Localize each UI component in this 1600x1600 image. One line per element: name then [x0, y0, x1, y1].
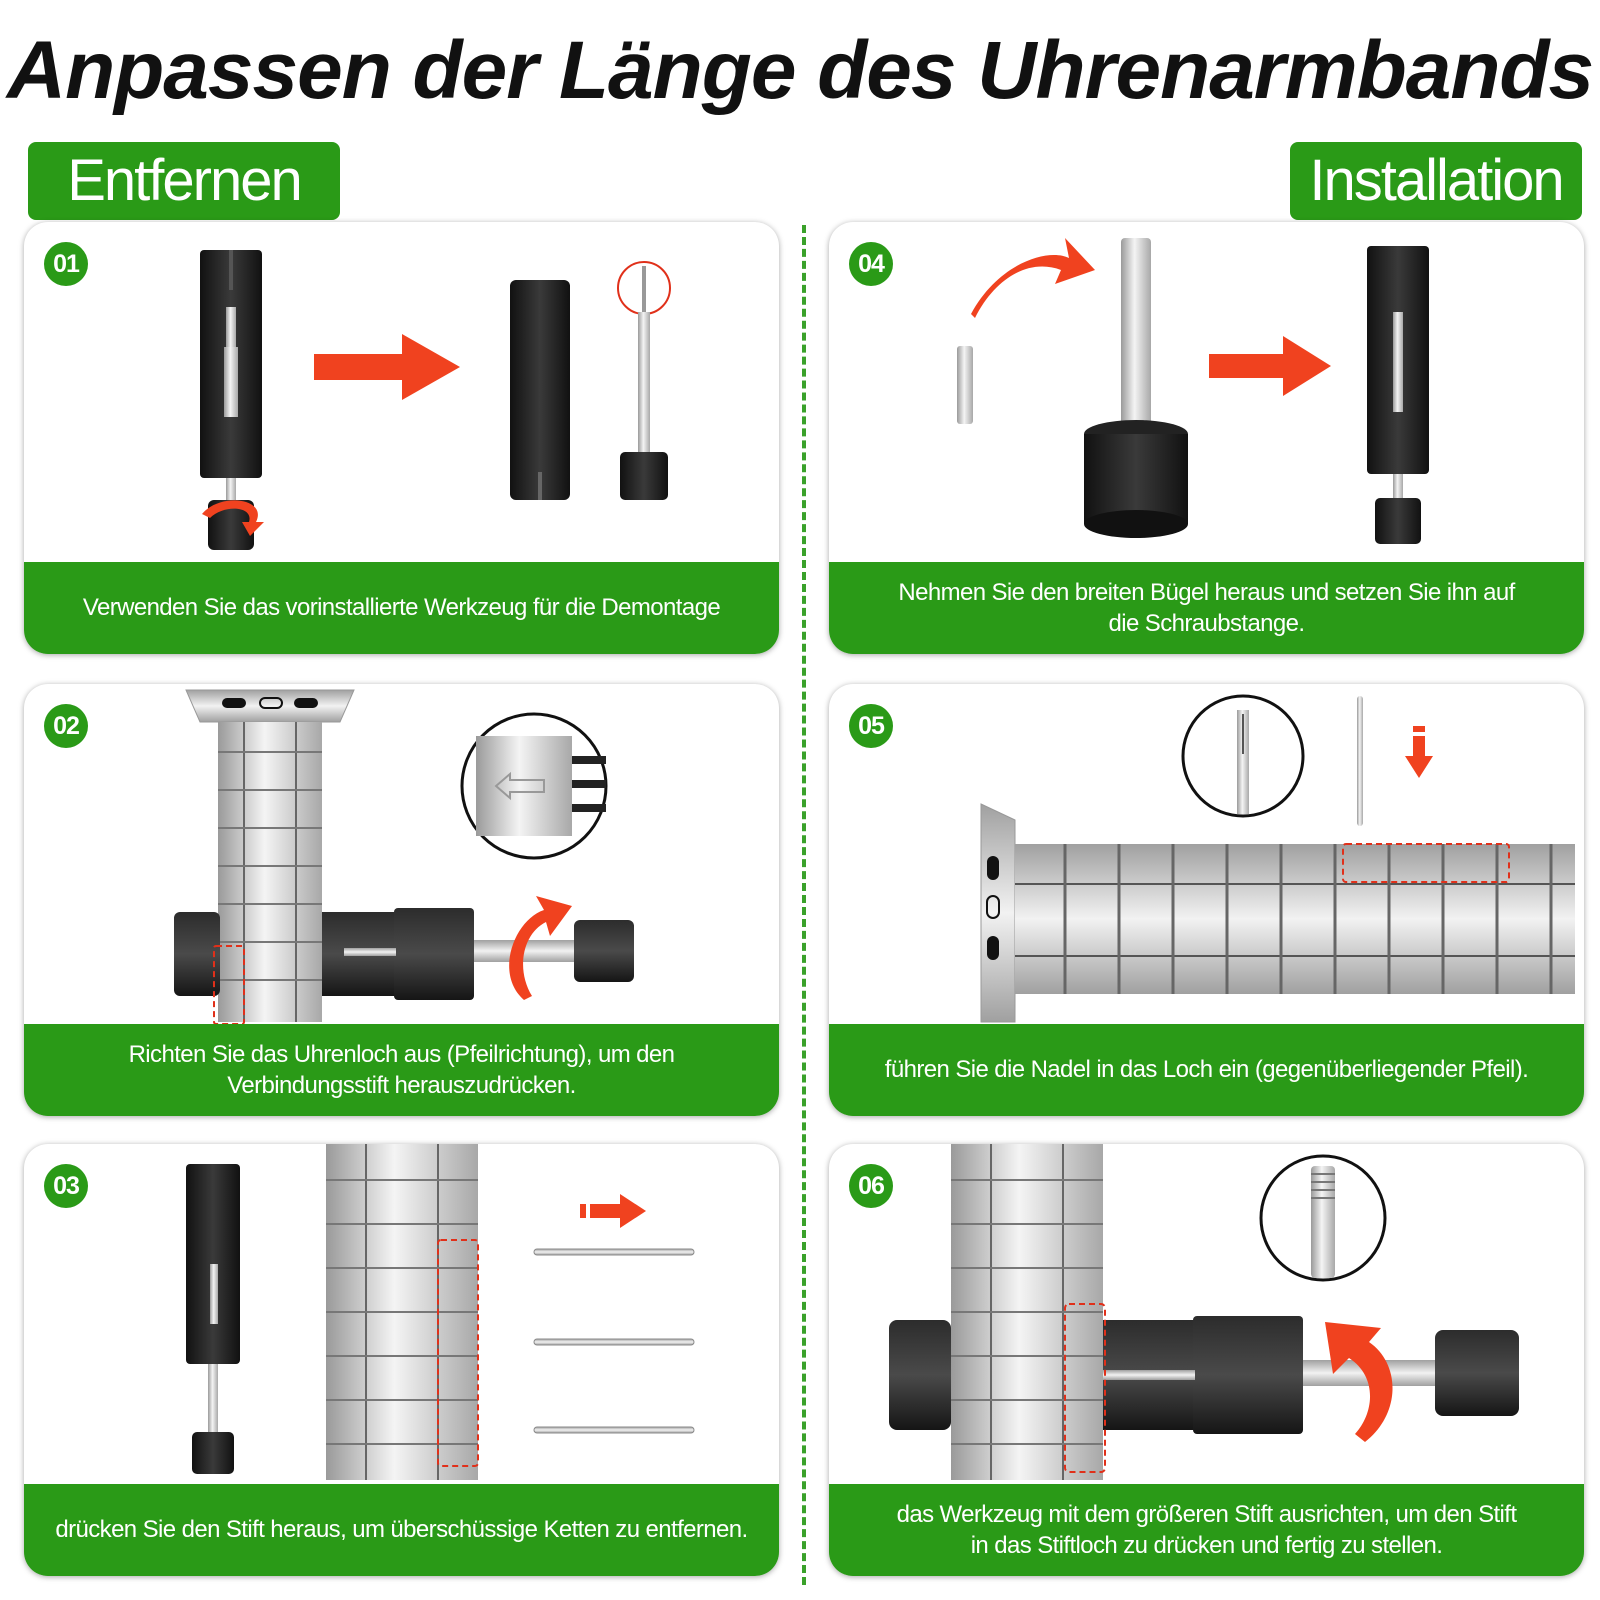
right-arrow-icon	[314, 334, 460, 400]
curved-arrow-icon	[509, 896, 572, 1000]
section-label-install: Installation	[1290, 142, 1582, 220]
pin-tool-horizontal	[174, 896, 634, 1024]
zoom-inset-arrow	[460, 712, 608, 860]
right-arrow-icon	[1209, 336, 1331, 396]
large-screw	[1084, 238, 1188, 538]
watch-band-links	[326, 1144, 479, 1480]
left-arrow-icon	[494, 771, 545, 801]
pin-tool-assembled	[1367, 246, 1429, 544]
needle	[1357, 696, 1363, 826]
step-card-06: 06	[829, 1144, 1584, 1576]
step-card-05: 05	[829, 684, 1584, 1116]
step-number-badge: 05	[849, 704, 893, 748]
pin-tool-assembled	[200, 250, 264, 550]
rotate-arrow-icon	[202, 500, 264, 536]
step-number-badge: 02	[44, 704, 88, 748]
step-number-badge: 04	[849, 242, 893, 286]
page-title: Anpassen der Länge des Uhrenarmbands	[6, 25, 1594, 116]
section-label-remove: Entfernen	[28, 142, 340, 220]
step-caption: drücken Sie den Stift heraus, um übersch…	[24, 1484, 779, 1576]
step-number-badge: 01	[44, 242, 88, 286]
watch-band-horizontal	[980, 803, 1575, 1023]
highlight-box	[1342, 843, 1510, 883]
highlight-box	[437, 1239, 479, 1467]
down-arrow-icon	[1405, 726, 1433, 778]
curved-arrow-icon	[971, 238, 1095, 318]
step-card-01: 01 Verwenden Sie das vorinstallierte Wer…	[24, 222, 779, 654]
step-number-badge: 03	[44, 1164, 88, 1208]
step-03-illustration	[186, 1144, 695, 1480]
step-caption: das Werkzeug mit dem größeren Stift ausr…	[829, 1484, 1584, 1576]
zoom-inset-needle	[1181, 694, 1305, 818]
step-card-03: 03 d	[24, 1144, 779, 1576]
wide-pin	[957, 346, 973, 424]
step-02-illustration	[174, 689, 634, 1024]
highlight-box	[1064, 1303, 1106, 1473]
step-caption: Verwenden Sie das vorinstallierte Werkze…	[24, 562, 779, 654]
step-04-illustration	[957, 238, 1429, 544]
step-01-illustration	[200, 250, 671, 550]
watch-band-vertical	[951, 1144, 1103, 1480]
curved-arrow-icon	[1325, 1322, 1393, 1442]
right-arrow-icon	[580, 1194, 646, 1228]
screw-rod	[617, 261, 671, 500]
step-caption: Richten Sie das Uhrenloch aus (Pfeilrich…	[24, 1024, 779, 1116]
step-number-badge: 06	[849, 1164, 893, 1208]
step-caption: führen Sie die Nadel in das Loch ein (ge…	[829, 1024, 1584, 1116]
zoom-inset-pin	[1259, 1154, 1387, 1282]
step-05-illustration	[980, 694, 1575, 1023]
tool-sleeve	[510, 280, 570, 500]
pin-tool-horizontal	[889, 1303, 1519, 1473]
step-06-illustration	[889, 1144, 1519, 1480]
pin-tool-vertical	[186, 1164, 240, 1474]
step-caption: Nehmen Sie den breiten Bügel heraus und …	[829, 562, 1584, 654]
watch-band-vertical	[185, 689, 355, 1022]
section-divider	[802, 225, 806, 1585]
removed-pins	[533, 1248, 695, 1434]
step-card-04: 04 Nehmen Sie den breiten Bügel heraus u…	[829, 222, 1584, 654]
highlight-box	[213, 945, 245, 1024]
step-card-02: 02	[24, 684, 779, 1116]
